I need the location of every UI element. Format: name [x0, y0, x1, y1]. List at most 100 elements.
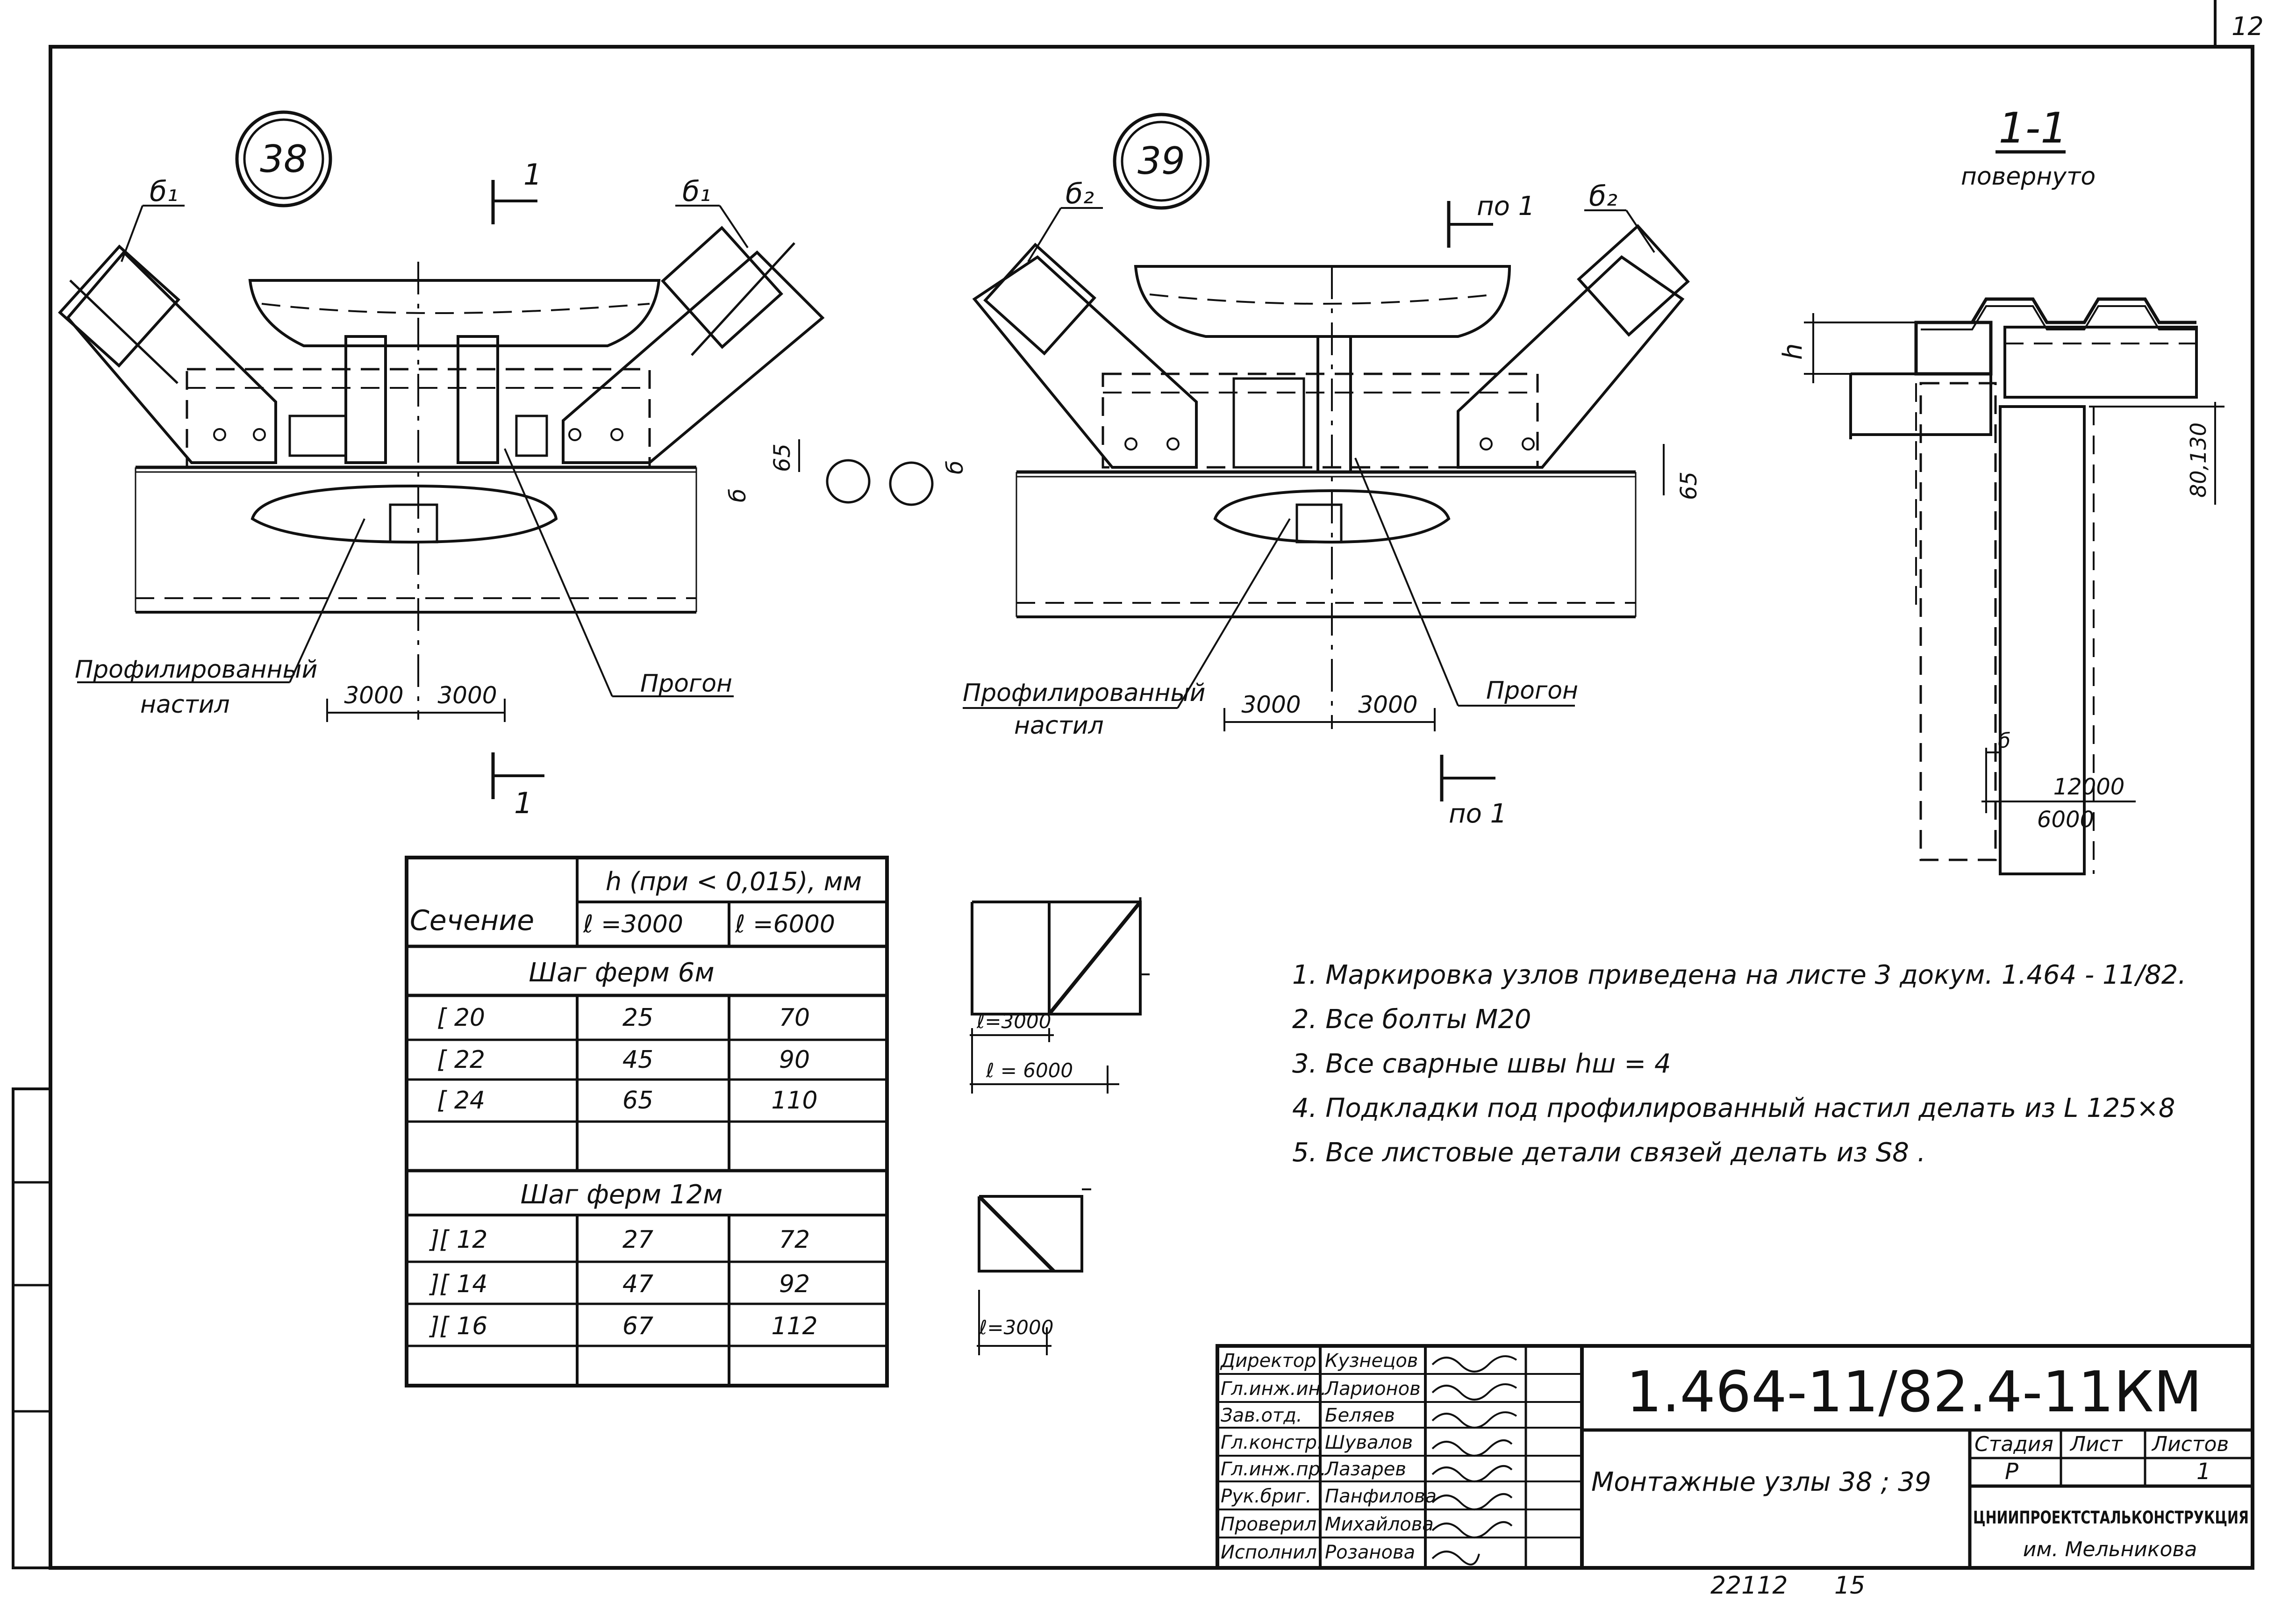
note-item: 4. Подкладки под профилированный настил … — [1292, 1093, 2175, 1123]
signature-scribble — [1431, 1383, 1517, 1401]
signature-role: Гл.инж.ин. — [1221, 1378, 1326, 1400]
doc-code: 1.464-11/82.4-11КМ — [1626, 1360, 2202, 1425]
node-38-dim-right: 3000 — [437, 682, 497, 709]
table-col-h: h (при < 0,015), мм — [606, 867, 862, 896]
table-col-l1: ℓ =3000 — [583, 910, 683, 938]
signature-role: Исполнил — [1221, 1542, 1317, 1563]
table-row-section: [ 20 — [437, 1004, 485, 1032]
node-38-plate-label-right: б₁ — [682, 175, 711, 208]
node-39-section-mark-bottom: по 1 — [1449, 799, 1507, 829]
signature-name: Лазарев — [1324, 1459, 1406, 1480]
section-1-1-drawing: 1-1 повернуто h 80,130 б 12000 6000 — [1778, 104, 2224, 875]
node-39-purlin-label: Прогон — [1486, 677, 1578, 705]
table-row-v2: 72 — [779, 1226, 810, 1254]
org-name: ЦНИИПРОЕКТСТАЛЬКОНСТРУКЦИЯ — [1973, 1508, 2249, 1528]
sheet-label: Лист — [2069, 1432, 2123, 1456]
node-38-plate-label-left: б₁ — [150, 175, 178, 208]
sheets-label: Листов — [2151, 1432, 2229, 1456]
table-row-v1: 67 — [622, 1312, 653, 1340]
table-row-section: ][ 16 — [429, 1312, 487, 1340]
section-dim-b: б — [1998, 729, 2010, 753]
signature-name: Панфилова — [1325, 1486, 1437, 1507]
table-row-v2: 92 — [779, 1270, 810, 1298]
signature-name: Беляев — [1325, 1405, 1395, 1426]
node-39-dim-left: 3000 — [1241, 691, 1301, 718]
table-row-v2: 112 — [771, 1312, 817, 1340]
node-38-drawing: 38 1 б₁ б₁ — [58, 110, 871, 820]
signature-name: Ларионов — [1324, 1378, 1421, 1400]
title-block: Директор Кузнецов Гл.инж.ин. Ларионов За… — [1216, 1344, 2254, 1600]
table-row-section: ][ 12 — [429, 1226, 487, 1254]
node-39-dim-offset: 65 — [1676, 472, 1702, 500]
org-sub: им. Мельникова — [2023, 1537, 2197, 1561]
h-table: Сечение h (при < 0,015), мм ℓ =3000 ℓ =6… — [405, 856, 889, 1387]
table-row-v2: 70 — [779, 1004, 810, 1032]
signature-scribble — [1431, 1439, 1513, 1457]
node-38-purlin-label: Прогон — [640, 670, 732, 698]
node-38-section-mark-top: 1 — [523, 157, 542, 192]
table-group1-title: Шаг ферм 6м — [529, 958, 714, 988]
scheme-1-l2: ℓ = 6000 — [986, 1059, 1073, 1082]
node-39-deck-label-2: настил — [1014, 712, 1104, 740]
signature-role: Зав.отд. — [1221, 1405, 1302, 1426]
table-row-v1: 45 — [622, 1046, 653, 1074]
notes-block: 1. Маркировка узлов приведена на листе 3… — [1292, 960, 2186, 1168]
signature-scribble — [1431, 1465, 1513, 1482]
drawing-title: Монтажные узлы 38 ; 39 — [1591, 1467, 1931, 1497]
signature-name: Кузнецов — [1325, 1350, 1418, 1372]
node-38-dim-left: 3000 — [344, 682, 403, 709]
node-38-deck-label-2: настил — [140, 691, 230, 719]
scheme-2: ℓ=3000 — [977, 1188, 1091, 1355]
table-group2-title: Шаг ферм 12м — [521, 1180, 723, 1210]
section-title: 1-1 — [1999, 104, 2067, 153]
sheet-frame — [12, 0, 2254, 1570]
note-item: 5. Все листовые детали связей делать из … — [1292, 1137, 1925, 1168]
signature-scribble — [1431, 1551, 1480, 1566]
node-38-dim-b: б — [725, 488, 751, 502]
signature-role: Директор — [1220, 1350, 1316, 1372]
section-dim-side: 80,130 — [2186, 422, 2211, 498]
footer-left: 22112 — [1710, 1572, 1788, 1600]
signature-name: Шувалов — [1325, 1432, 1413, 1453]
section-h-label: h — [1778, 343, 1808, 360]
signature-scribble — [1431, 1411, 1517, 1429]
node-38-dim-offset: 65 — [769, 443, 795, 472]
node-39-section-mark-top: по 1 — [1477, 191, 1535, 222]
signature-role: Гл.констр. — [1221, 1432, 1323, 1453]
node-39-dim-right: 3000 — [1358, 691, 1417, 718]
node-39-plate-label-left: б₂ — [1066, 178, 1094, 210]
table-row-v2: 110 — [771, 1087, 817, 1115]
signature-name: Михайлова — [1325, 1514, 1434, 1535]
section-dim-12000: 12000 — [2053, 774, 2125, 800]
table-row-section: [ 22 — [437, 1046, 485, 1074]
scheme-1-l1: ℓ=3000 — [976, 1010, 1051, 1033]
note-item: 1. Маркировка узлов приведена на листе 3… — [1292, 960, 2186, 990]
node-39-dim-b: б — [942, 460, 968, 474]
node-38-section-mark-bottom: 1 — [514, 786, 532, 820]
table-row-v1: 47 — [622, 1270, 653, 1298]
scheme-2-l1: ℓ=3000 — [979, 1316, 1053, 1339]
signature-role: Гл.инж.пр. — [1221, 1459, 1326, 1480]
note-item: 3. Все сварные швы hш = 4 — [1292, 1049, 1671, 1079]
signature-role: Рук.бриг. — [1221, 1486, 1311, 1507]
table-col-l2: ℓ =6000 — [735, 910, 835, 938]
table-row-v1: 27 — [622, 1226, 653, 1254]
stage-label: Стадия — [1974, 1432, 2053, 1456]
node-39-plate-label-right: б₂ — [1589, 180, 1617, 213]
stage-value: Р — [2005, 1459, 2018, 1485]
section-dim-6000: 6000 — [2037, 807, 2094, 833]
page-number: 12 — [2232, 12, 2264, 41]
signature-scribble — [1431, 1493, 1513, 1510]
table-row-v2: 90 — [779, 1046, 810, 1074]
sheets-value: 1 — [2196, 1459, 2211, 1485]
note-item: 2. Все болты М20 — [1292, 1004, 1531, 1035]
node-38-deck-label-1: Профилированный — [75, 656, 317, 684]
footer-right: 15 — [1834, 1572, 1865, 1600]
signature-name: Розанова — [1325, 1542, 1415, 1563]
signature-role: Проверил — [1221, 1514, 1316, 1535]
signature-scribble — [1431, 1355, 1517, 1373]
signature-scribble — [1431, 1521, 1513, 1538]
scheme-1: ℓ=3000 ℓ = 6000 — [970, 897, 1150, 1094]
node-39-number: 39 — [1137, 139, 1185, 183]
table-row-section: [ 24 — [437, 1087, 485, 1115]
